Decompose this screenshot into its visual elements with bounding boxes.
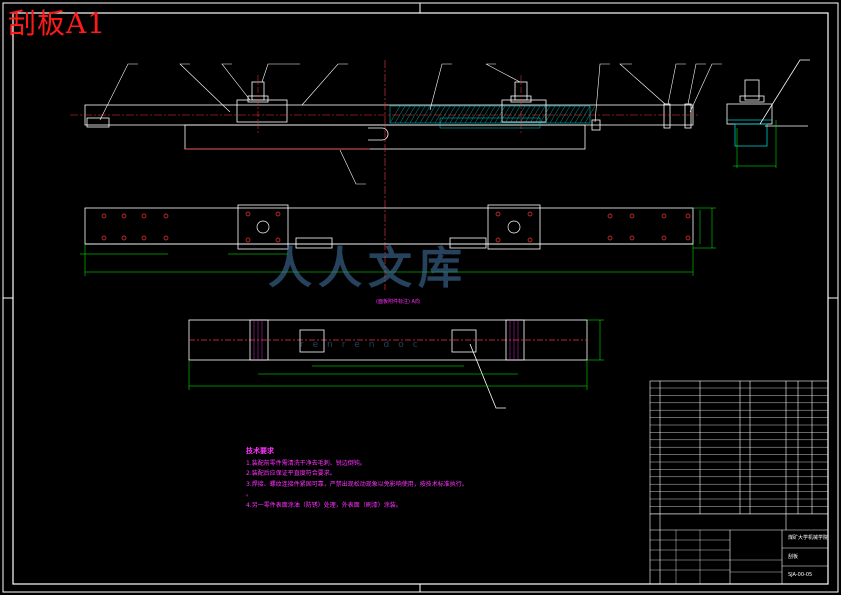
hatch-line <box>554 105 566 124</box>
hatch-line <box>449 105 461 124</box>
tech-line: 2.装配后应保证平直度符合要求。 <box>246 470 336 477</box>
hatch-line <box>569 105 581 124</box>
hatch-line <box>504 105 516 124</box>
dimensions-top-view <box>80 207 716 276</box>
hatch-line <box>524 105 536 124</box>
hatch-line <box>389 105 401 124</box>
bolt-hole <box>245 211 251 217</box>
leader-lines <box>99 63 722 185</box>
dimensions-bottom-view <box>188 319 604 390</box>
hatch-line <box>429 105 441 124</box>
hatch-line <box>489 105 501 124</box>
hatch-line <box>459 105 471 124</box>
hatch-line <box>464 105 476 124</box>
title-block-drawing-number: SJA-00-05 <box>788 572 813 578</box>
title-block-school: 煤矿大学机械学院 <box>788 535 829 541</box>
hatch-line <box>534 105 546 124</box>
bolt-hole <box>661 235 667 241</box>
bolt-hole <box>661 213 667 219</box>
title-block-grid <box>650 530 782 584</box>
bolt-hole <box>607 213 613 219</box>
hatch-line <box>519 105 531 124</box>
bolt-hole <box>121 235 127 241</box>
hatch-line <box>494 105 506 124</box>
hatch-line <box>564 105 576 124</box>
hatch-line <box>544 105 556 124</box>
title-block-part-name: 刮板 <box>788 554 799 560</box>
bolt-hole <box>275 237 281 243</box>
watermark: 人人文库 <box>268 243 468 294</box>
hatch-line <box>454 105 466 124</box>
tech-line: 4.另一零件表面涂油（防锈）处理，外表面（刷漆）涂装。 <box>246 501 402 509</box>
bolt-hole <box>101 213 107 219</box>
front-view <box>84 81 694 150</box>
bolt-hole <box>121 213 127 219</box>
nut-circle <box>507 220 521 234</box>
hatch-line <box>484 105 496 124</box>
bolt-hole <box>495 211 501 217</box>
hatch-line <box>404 105 416 124</box>
hatch-line <box>509 105 521 124</box>
hatch-line <box>439 105 451 124</box>
hatch-line <box>434 105 446 124</box>
hatch-line <box>584 105 596 124</box>
hatch-line <box>539 105 551 124</box>
nut-circle <box>256 220 270 234</box>
bolt-hole <box>607 235 613 241</box>
tech-line: 1.装配前零件需清洗干净去毛刺、锐边倒钝。 <box>246 459 366 467</box>
hatch-line <box>529 105 541 124</box>
bolt-hole <box>163 213 169 219</box>
bolt-hole <box>163 235 169 241</box>
tech-requirements-heading: 技术要求 <box>246 447 274 455</box>
bom-table <box>649 380 829 585</box>
watermark-sub: renrendoc <box>300 340 427 350</box>
bolt-hole <box>101 235 107 241</box>
bolt-hole <box>685 235 691 241</box>
bolt-hole <box>275 211 281 217</box>
hatch-line <box>444 105 456 124</box>
drawing-title: 刮板A1 <box>8 7 107 40</box>
hatch-line <box>409 105 421 124</box>
bolt-hole <box>141 213 147 219</box>
hatch-line <box>424 105 436 124</box>
bolt-hole <box>527 237 533 243</box>
hatch-line <box>479 105 491 124</box>
tech-line: 3.焊接、螺纹连接件紧固可靠，严禁出现松动现象以免影响使用，按技术标准执行。 <box>246 480 468 488</box>
hatch-line <box>559 105 571 124</box>
hatch-line <box>414 105 426 124</box>
bolt-hole <box>685 213 691 219</box>
side-view <box>726 59 810 147</box>
bolt-hole <box>629 235 635 241</box>
hatch-line <box>549 105 561 124</box>
hatch-line <box>419 105 431 124</box>
bolt-hole <box>495 237 501 243</box>
bolt-hole <box>141 235 147 241</box>
section-view-label: (面板附件标注) A向 <box>376 299 420 305</box>
hatch-line <box>579 105 591 124</box>
tech-requirements: 技术要求 1.装配前零件需清洗干净去毛刺、锐边倒钝。 2.装配后应保证平直度符合… <box>246 446 468 511</box>
hatch-line <box>474 105 486 124</box>
hatch-line <box>574 105 586 124</box>
hatch-line <box>499 105 511 124</box>
bolt-hole <box>245 237 251 243</box>
hatch-line <box>399 105 411 124</box>
bolt-hole <box>527 211 533 217</box>
bolt-hole <box>629 213 635 219</box>
hatch-line <box>514 105 526 124</box>
hatch-line <box>394 105 406 124</box>
hatch-line <box>469 105 481 124</box>
tech-line: 。 <box>246 491 253 498</box>
top-view <box>84 204 694 250</box>
bottom-view <box>188 319 588 409</box>
